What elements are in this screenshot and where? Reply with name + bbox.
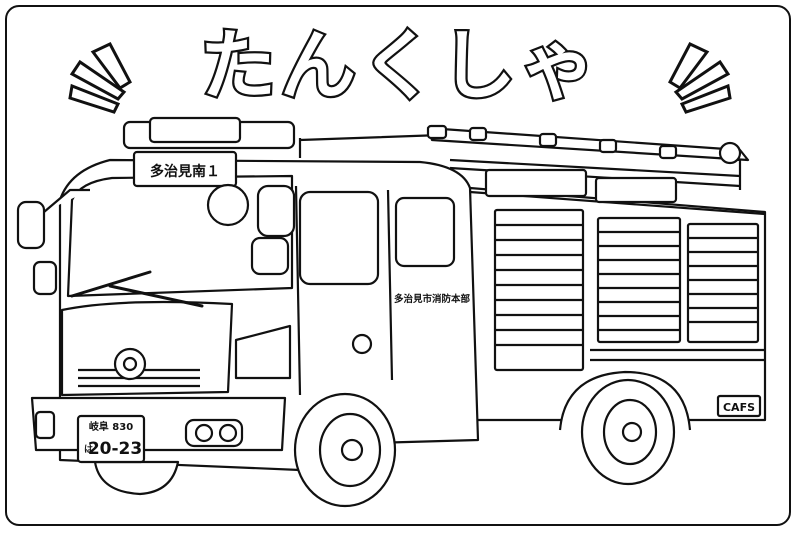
door-lettering: 多治見市消防本部 xyxy=(394,293,471,305)
license-plate xyxy=(76,414,146,464)
page-title: たんくしゃ xyxy=(200,21,600,110)
front-wheel xyxy=(293,392,397,508)
burst-right-icon xyxy=(668,42,732,114)
rear-badge-text: CAFS xyxy=(723,401,755,414)
front-side-window xyxy=(298,190,380,286)
fire-emblem-icon xyxy=(113,333,373,381)
compartment-shutter-1 xyxy=(493,208,585,372)
light-bar xyxy=(122,116,296,188)
roof-sign-plate xyxy=(132,150,238,188)
title-block: たんくしゃ xyxy=(198,19,600,112)
rear-beacon-icon xyxy=(718,141,742,165)
plate-number-text: 20-23 xyxy=(88,439,142,459)
rear-wheel xyxy=(580,378,676,486)
page-border xyxy=(5,5,791,526)
plate-kana-text: は xyxy=(84,444,93,455)
compartment-shutter-3 xyxy=(686,222,760,344)
burst-left-icon xyxy=(68,42,132,114)
front-left-wheel xyxy=(93,460,180,496)
compartment-shutter-2 xyxy=(596,216,682,344)
rear-badge-plate xyxy=(716,394,762,418)
wipers xyxy=(70,270,204,308)
plate-region-text: 岐阜 830 xyxy=(89,420,133,433)
side-mirror-right xyxy=(206,183,296,276)
roof-rack xyxy=(298,124,750,190)
roof-sign-text: 多治見南１ xyxy=(150,163,220,180)
rear-side-window xyxy=(394,196,456,268)
side-mirror-left xyxy=(16,188,90,296)
